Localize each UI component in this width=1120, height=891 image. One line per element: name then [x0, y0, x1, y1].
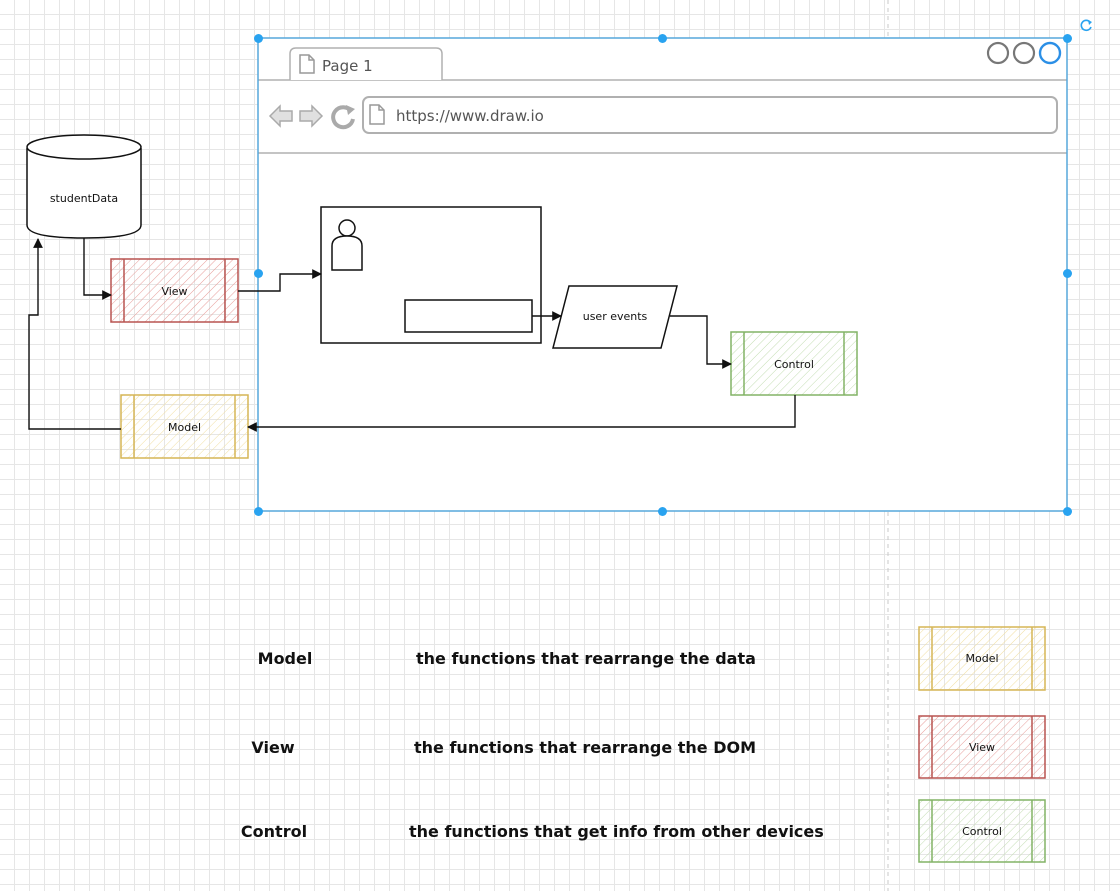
resize-handle[interactable] — [1063, 34, 1072, 43]
user-events-label: user events — [582, 309, 648, 323]
resize-handle[interactable] — [658, 507, 667, 516]
legend-desc-control: the functions that get info from other d… — [409, 821, 824, 841]
reload-icon[interactable] — [331, 105, 355, 130]
resize-handle[interactable] — [254, 507, 263, 516]
control-label: Control — [774, 357, 814, 371]
model-box[interactable] — [120, 394, 249, 459]
connector-model-to-db — [28, 238, 121, 430]
legend-term-control: Control — [240, 821, 308, 841]
model-label: Model — [167, 420, 202, 434]
rotate-icon[interactable] — [1080, 19, 1092, 32]
legend-box-label-view: View — [968, 740, 996, 754]
resize-handle[interactable] — [658, 34, 667, 43]
resize-handle[interactable] — [254, 34, 263, 43]
back-icon[interactable] — [268, 104, 293, 128]
legend-view-box[interactable] — [918, 715, 1046, 779]
connector-view-to-ui — [238, 269, 322, 292]
browser-tab-label: Page 1 — [322, 57, 373, 75]
window-buttons-icon[interactable] — [986, 41, 1062, 65]
database-label: studentData — [49, 191, 119, 205]
legend-desc-model: the functions that rearrange the data — [416, 648, 756, 668]
user-icon — [331, 219, 363, 271]
forward-icon[interactable] — [299, 104, 324, 128]
browser-tab[interactable] — [289, 47, 443, 80]
legend-model-box[interactable] — [918, 626, 1046, 691]
connector-events-to-control — [670, 315, 732, 369]
address-bar-url: https://www.draw.io — [396, 107, 544, 125]
connector-control-to-model — [247, 395, 796, 432]
legend-box-label-control: Control — [962, 824, 1002, 838]
resize-handle[interactable] — [1063, 269, 1072, 278]
view-label: View — [161, 284, 188, 298]
control-box[interactable] — [730, 331, 858, 396]
legend-desc-view: the functions that rearrange the DOM — [414, 737, 756, 757]
resize-handle[interactable] — [1063, 507, 1072, 516]
view-box[interactable] — [110, 258, 239, 323]
database-cylinder[interactable] — [26, 134, 142, 239]
legend-term-view: View — [251, 737, 295, 757]
page-icon — [369, 104, 385, 125]
legend-box-label-model: Model — [965, 651, 999, 665]
resize-handle[interactable] — [254, 269, 263, 278]
legend-control-box[interactable] — [918, 799, 1046, 863]
user-events-shape[interactable] — [552, 285, 678, 349]
page-icon — [299, 54, 315, 74]
connector-db-to-view — [83, 238, 112, 300]
ui-input-field[interactable] — [404, 299, 533, 333]
ui-mockup-panel[interactable] — [320, 206, 542, 344]
legend-term-model: Model — [257, 648, 313, 668]
address-bar[interactable] — [362, 96, 1058, 134]
